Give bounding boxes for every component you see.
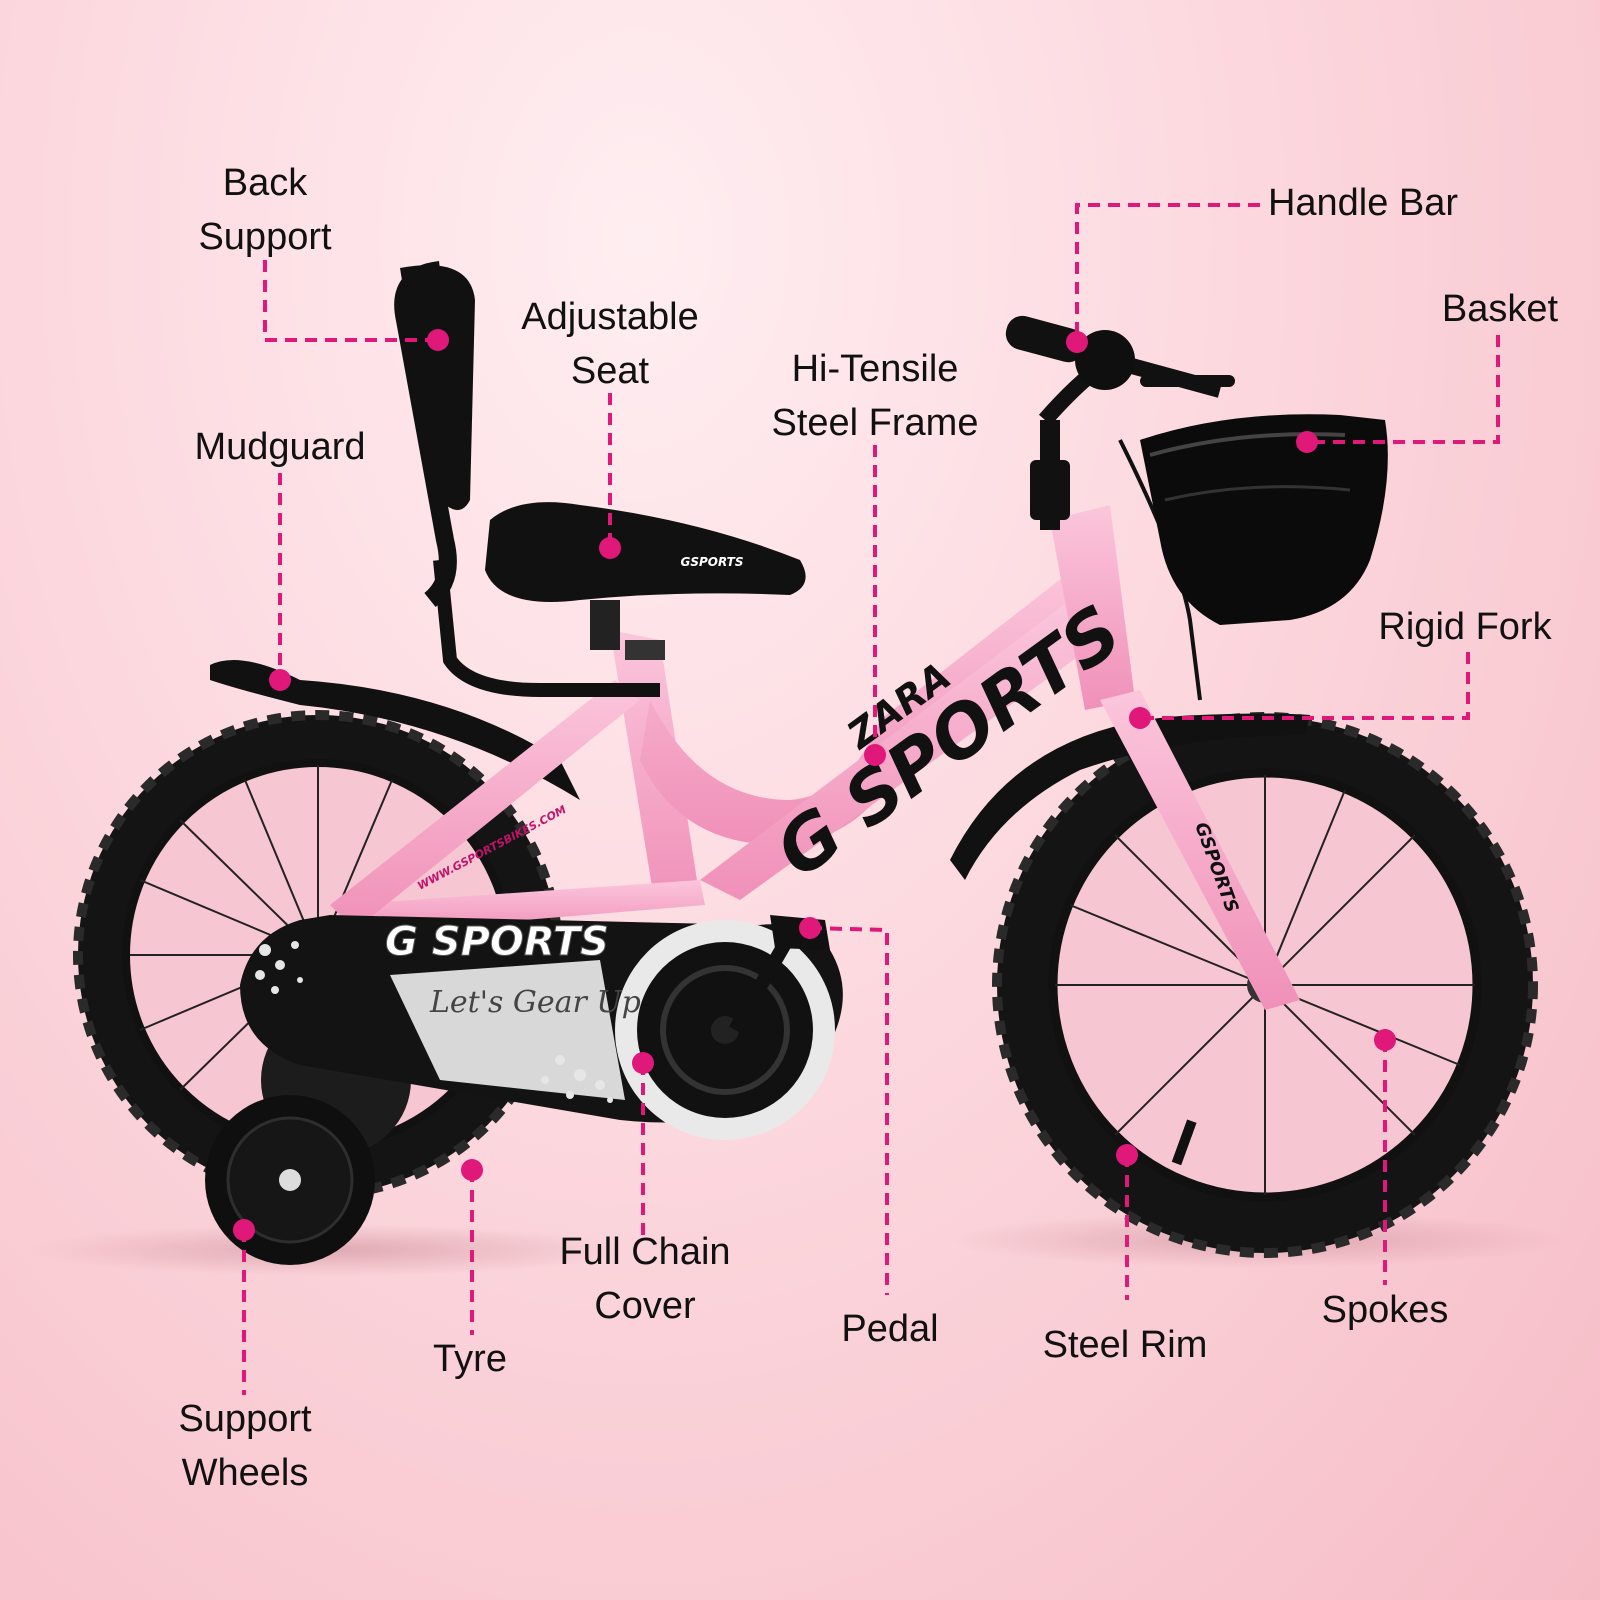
label-basket: Basket [1420,282,1580,336]
callout-dots [233,329,1396,1241]
basket [1140,414,1388,625]
handle-bar-marker [1066,331,1088,353]
label-rigid-fork: Rigid Fork [1365,600,1565,654]
label-full-chain-cover-line1: Full Chain [559,1231,731,1273]
label-back-support: Back Support [180,156,350,264]
spokes-marker [1374,1029,1396,1051]
label-full-chain-cover: Full Chain Cover [545,1225,745,1333]
label-back-support-line1: Back [222,162,308,204]
tyre-marker [461,1159,483,1181]
basket-marker [1296,431,1318,453]
steel-rim-marker [1116,1144,1138,1166]
mudguard-marker [269,669,291,691]
label-support-wheels-line1: Support [178,1398,312,1440]
pedal-marker [799,917,821,939]
rear-mudguard [210,660,580,800]
seat [485,502,806,660]
label-tyre: Tyre [410,1332,530,1386]
label-pedal: Pedal [820,1302,960,1356]
label-steel-rim: Steel Rim [1030,1318,1220,1372]
label-hi-tensile-frame-line2: Steel Frame [771,402,979,444]
label-mudguard: Mudguard [180,420,380,474]
label-full-chain-cover-line2: Cover [594,1285,696,1327]
back-support [394,261,660,697]
label-spokes: Spokes [1305,1283,1465,1337]
label-handle-bar-line1: Handle Bar [1267,182,1459,224]
label-adjustable-seat-line2: Seat [570,350,650,392]
label-handle-bar: Handle Bar [1258,176,1468,230]
callout-lines [242,203,1500,1395]
back-support-marker [427,329,449,351]
seat-logo: GSPORTS [680,555,743,569]
label-back-support-line2: Support [198,216,332,258]
support-wheels-marker [233,1219,255,1241]
frame-marker [864,744,886,766]
seat-marker [599,537,621,559]
chain-cover-logo: G SPORTS [385,919,609,965]
label-basket-line1: Basket [1441,288,1559,330]
label-pedal-line1: Pedal [841,1308,939,1350]
label-mudguard-line1: Mudguard [194,426,366,468]
label-support-wheels: Support Wheels [160,1392,330,1500]
chain-cover-marker [632,1052,654,1074]
label-rigid-fork-line1: Rigid Fork [1378,606,1552,648]
label-hi-tensile-frame-line1: Hi-Tensile [791,348,959,390]
label-support-wheels-line2: Wheels [181,1452,309,1494]
chain-cover [240,915,843,1140]
label-tyre-line1: Tyre [433,1338,507,1380]
rigid-fork-marker [1129,707,1151,729]
label-adjustable-seat-line1: Adjustable [521,296,699,338]
label-steel-rim-line1: Steel Rim [1042,1324,1208,1366]
label-adjustable-seat: Adjustable Seat [505,290,715,398]
label-hi-tensile-frame: Hi-Tensile Steel Frame [755,342,995,450]
chain-cover-slogan: Let's Gear Up [429,985,641,1020]
handle-bar [1005,315,1235,701]
label-spokes-line1: Spokes [1321,1289,1449,1331]
